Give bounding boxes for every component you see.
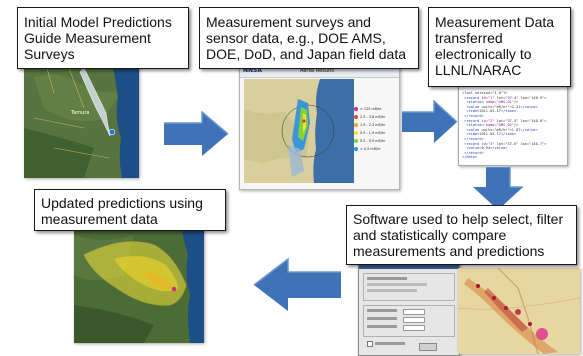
legend-label-6: < 0.5 mR/hr: [360, 147, 381, 151]
code-line: <value units="mR/hr">1.87</value>: [466, 127, 538, 132]
arrow-right-icon: [402, 100, 458, 143]
map-label-tamura: Tamura: [71, 110, 90, 116]
code-line: </record>: [464, 113, 484, 118]
initial-prediction-map: Fukushima Tamura: [24, 58, 139, 178]
code-line: <record id="3" lat="37.6" lon="140.7">: [464, 141, 547, 146]
arrow-left-icon: [253, 257, 341, 311]
step-4-line-1: Software used to help select, filter: [353, 211, 564, 227]
code-line: <time>2011-03-17</time>: [466, 132, 517, 137]
legend-swatch: [354, 123, 358, 127]
code-line: <record id="2" lat="37.5" lon="140.8">: [464, 118, 547, 123]
step-4-caption: Software used to help select, filter and…: [346, 205, 577, 265]
code-line: <value>0.94</value>: [466, 146, 508, 151]
legend-item-4: 0.9 - 1.9 mR/hr: [354, 130, 396, 138]
legend-label-5: 0.5 - 0.9 mR/hr: [360, 139, 386, 143]
step-5-line-2: measurement data: [41, 211, 158, 227]
survey-map-title: Aerial Results: [300, 68, 334, 74]
code-line: <record id="1" lat="37.4" lon="140.9">: [464, 95, 547, 100]
code-line: </record>: [464, 150, 484, 155]
step-2-line-2: sensor data, e.g., DOE AMS,: [206, 30, 386, 46]
legend-swatch: [354, 115, 358, 119]
legend-item-1: > 125 mR/hr: [354, 106, 396, 114]
arrow-down-icon: [473, 167, 523, 210]
legend-item-6: < 0.5 mR/hr: [354, 146, 396, 154]
comparison-software-dialog: [358, 262, 460, 356]
code-line: <station name="AMS-01"/>: [466, 100, 519, 105]
code-line: <station name="AMS-02"/>: [466, 123, 519, 128]
legend-item-3: 1.9 - 2.3 mR/hr: [354, 122, 396, 130]
comparison-map: [458, 268, 580, 354]
legend-label-4: 0.9 - 1.9 mR/hr: [360, 131, 386, 135]
legend-item-2: 2.3 - 3.8 mR/hr: [354, 114, 396, 122]
legend-label-2: 2.3 - 3.8 mR/hr: [360, 115, 386, 119]
survey-results-map: NNSA Aerial Results > 125 mR/hr 2.3 - 3.…: [239, 65, 400, 190]
step-5-caption: Updated predictions using measurement da…: [34, 189, 226, 231]
step-3-line-4: LLNL/NARAC: [435, 62, 522, 78]
xml-data-document: <?xml version="1.0"?> <record id="1" lat…: [458, 86, 568, 166]
step-1-line-3: Surveys: [24, 46, 75, 62]
step-3-caption: Measurement Data transferred electronica…: [428, 7, 571, 87]
step-3-line-2: transferred: [435, 30, 503, 46]
legend-label-1: > 125 mR/hr: [360, 107, 382, 111]
step-2-caption: Measurement surveys and sensor data, e.g…: [199, 7, 419, 69]
step-1-line-1: Initial Model Predictions: [24, 14, 172, 30]
updated-prediction-map: [74, 215, 204, 343]
code-line: <?xml version="1.0"?>: [462, 91, 508, 95]
code-line: </record>: [464, 136, 484, 141]
survey-legend: > 125 mR/hr 2.3 - 3.8 mR/hr 1.9 - 2.3 mR…: [354, 106, 396, 154]
code-line: <time>2011-03-17</time>: [466, 109, 517, 114]
code-line: </data>: [462, 155, 478, 160]
legend-label-3: 1.9 - 2.3 mR/hr: [360, 123, 386, 127]
step-3-line-1: Measurement Data: [435, 14, 555, 30]
code-line: <value units="mR/hr">2.31</value>: [466, 104, 538, 109]
nnsa-logo: NNSA: [243, 67, 263, 74]
arrow-right-icon: [164, 110, 229, 156]
step-2-line-3: DOE, DoD, and Japan field data: [206, 46, 407, 62]
legend-item-5: 0.5 - 0.9 mR/hr: [354, 138, 396, 146]
step-2-line-1: Measurement surveys and: [206, 14, 371, 30]
step-4-line-3: measurements and predictions: [353, 243, 545, 259]
legend-swatch: [354, 107, 358, 111]
legend-swatch: [354, 147, 358, 151]
step-5-line-1: Updated predictions using: [41, 195, 203, 211]
step-3-line-3: electronically to: [435, 46, 532, 62]
legend-swatch: [354, 139, 358, 143]
step-1-caption: Initial Model Predictions Guide Measurem…: [17, 7, 189, 69]
legend-swatch: [354, 131, 358, 135]
step-4-line-2: and statistically compare: [353, 227, 507, 243]
step-1-line-2: Guide Measurement: [24, 30, 151, 46]
